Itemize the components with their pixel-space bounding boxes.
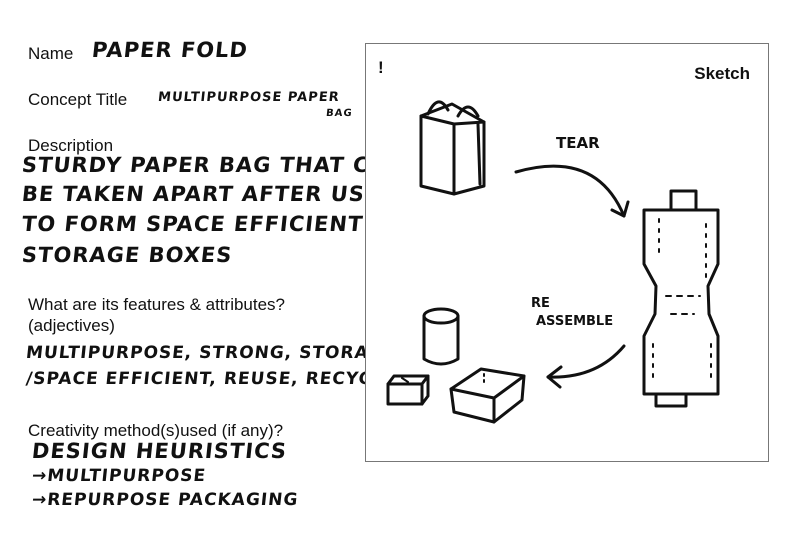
concept-title-label: Concept Title: [28, 90, 128, 109]
reassemble-arrow: [546, 344, 626, 389]
tear-arrow: [514, 164, 630, 218]
concept-title-value: MULTIPURPOSE PAPER: [157, 90, 341, 105]
sketch-frame: ! Sketch TEAR: [365, 43, 769, 462]
description-line-4: STORAGE BOXES: [20, 243, 234, 267]
name-value: PAPER FOLD: [90, 38, 250, 62]
description-label: Description: [28, 136, 114, 155]
sketch-title: Sketch: [694, 64, 750, 83]
description-line-2: BE TAKEN APART AFTER USE: [20, 182, 382, 206]
sketch-drawing: TEAR RE ASSEMBLE: [386, 100, 720, 424]
name-label: Name: [28, 44, 74, 63]
exclamation-mark: !: [378, 58, 384, 77]
reassemble-annotation-1: RE: [531, 296, 550, 311]
cylinder-drawing: [422, 307, 460, 366]
large-box-drawing: [449, 367, 526, 424]
description-line-1: STURDY PAPER BAG THAT CAN: [20, 153, 407, 177]
features-line-1: MULTIPURPOSE, STRONG, STORAGE-: [24, 343, 406, 363]
creativity-label: Creativity method(s)used (if any)?: [28, 421, 284, 440]
description-line-3: TO FORM SPACE EFFICIENT: [20, 212, 365, 236]
concept-title-value-line2: BAG: [325, 108, 354, 119]
tear-annotation: TEAR: [556, 134, 600, 152]
creativity-line-1: DESIGN HEURISTICS: [30, 439, 289, 463]
reassemble-annotation-2: ASSEMBLE: [536, 314, 613, 329]
features-line-2: /SPACE EFFICIENT, REUSE, RECYCLE: [24, 369, 398, 389]
small-box-drawing: [386, 374, 430, 406]
creativity-line-2: →MULTIPURPOSE: [30, 466, 208, 486]
paper-bag-drawing: [419, 100, 486, 196]
features-label: What are its features & attributes?: [28, 295, 286, 314]
unfolded-net-drawing: [642, 189, 720, 408]
features-sublabel: (adjectives): [28, 316, 115, 335]
creativity-line-3: →REPURPOSE PACKAGING: [30, 490, 300, 510]
